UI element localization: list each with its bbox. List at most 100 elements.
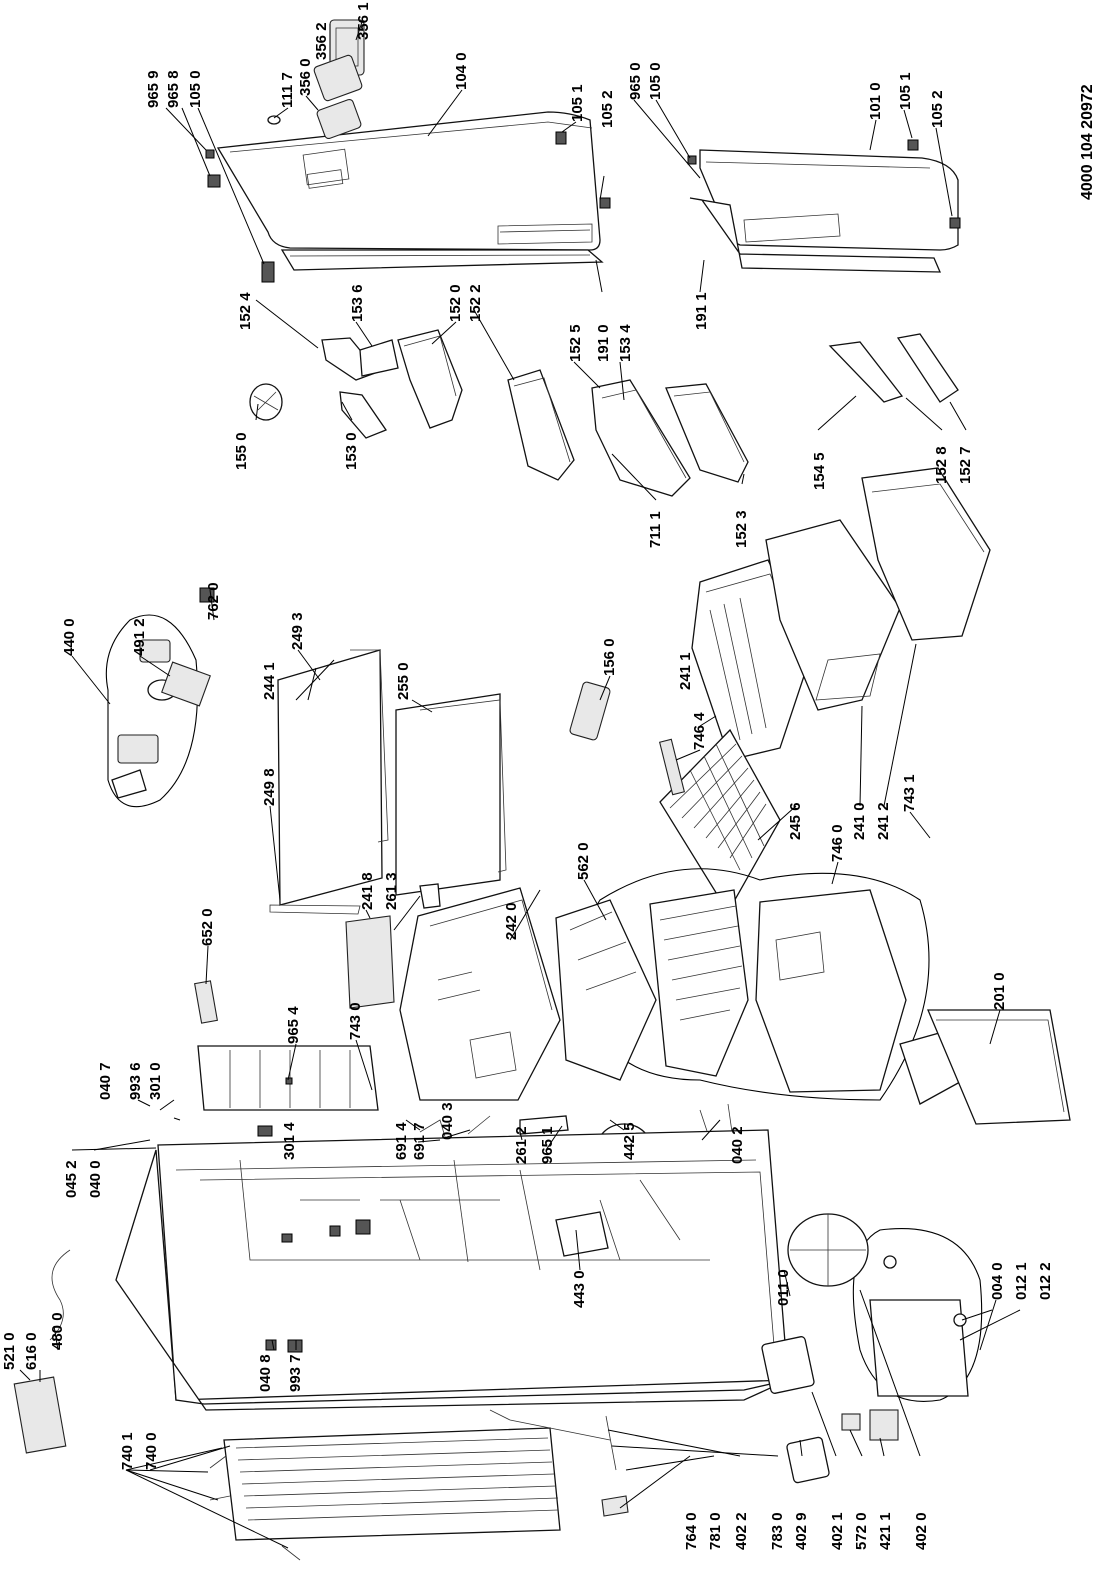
evaporator-parts bbox=[555, 889, 907, 1093]
label-301-0: 301 0 bbox=[147, 1062, 164, 1100]
label-111-7: 111 7 bbox=[279, 72, 296, 108]
label-356-1: 356 1 bbox=[355, 2, 372, 40]
label-101-0: 101 0 bbox=[867, 82, 884, 120]
label-040-2: 040 2 bbox=[729, 1126, 746, 1164]
label-201-0: 201 0 bbox=[991, 972, 1008, 1010]
control-group-parts bbox=[111, 639, 177, 799]
label-356-2: 356 2 bbox=[313, 22, 330, 60]
label-491-2: 491 2 bbox=[131, 618, 148, 656]
label-152-8: 152 8 bbox=[933, 446, 950, 484]
label-762-0: 762 0 bbox=[205, 582, 222, 620]
label-152-2: 152 2 bbox=[467, 284, 484, 322]
label-740-1: 740 1 bbox=[119, 1432, 136, 1470]
label-440-0: 440 0 bbox=[61, 618, 78, 656]
label-040-3: 040 3 bbox=[439, 1102, 456, 1140]
label-105-2-b: 105 2 bbox=[929, 90, 946, 128]
label-965-1: 965 1 bbox=[539, 1126, 556, 1164]
wire-480 bbox=[49, 1249, 71, 1341]
label-191-0: 191 0 bbox=[595, 324, 612, 362]
label-356-0: 356 0 bbox=[297, 58, 314, 96]
part-drawings bbox=[13, 19, 1071, 1561]
label-249-8: 249 8 bbox=[261, 768, 278, 806]
label-152-5: 152 5 bbox=[567, 324, 584, 362]
part-labels: 965 9 965 8 105 0 111 7 356 0 356 2 356 … bbox=[1, 2, 1054, 1550]
label-691-4: 691 4 bbox=[393, 1122, 410, 1160]
label-011-0: 011 0 bbox=[775, 1269, 792, 1306]
label-521-0: 521 0 bbox=[1, 1332, 18, 1370]
label-783-0: 783 0 bbox=[769, 1512, 786, 1550]
main-door bbox=[216, 111, 601, 251]
label-562-0: 562 0 bbox=[575, 842, 592, 880]
label-402-0: 402 0 bbox=[913, 1512, 930, 1550]
label-153-4: 153 4 bbox=[617, 324, 634, 362]
label-245-6: 245 6 bbox=[787, 802, 804, 840]
label-045-2: 045 2 bbox=[63, 1160, 80, 1198]
label-740-0: 740 0 bbox=[143, 1432, 160, 1470]
label-012-1: 012 1 bbox=[1013, 1262, 1030, 1300]
label-442-5: 442 5 bbox=[621, 1122, 638, 1160]
label-746-0: 746 0 bbox=[829, 824, 846, 862]
label-153-0: 153 0 bbox=[343, 432, 360, 470]
label-993-6: 993 6 bbox=[127, 1062, 144, 1100]
label-616-0: 616 0 bbox=[23, 1332, 40, 1370]
cabinet bbox=[115, 1129, 789, 1411]
pipe-781 bbox=[605, 1415, 617, 1471]
label-652-0: 652 0 bbox=[199, 908, 216, 946]
door-bins bbox=[249, 329, 959, 497]
label-443-0: 443 0 bbox=[571, 1270, 588, 1308]
pipe-402-2 bbox=[489, 1409, 611, 1441]
part-261-3 bbox=[419, 883, 441, 909]
part-241-8 bbox=[345, 915, 395, 1009]
label-152-3: 152 3 bbox=[733, 510, 750, 548]
document-number: 4000 104 20972 bbox=[1079, 84, 1096, 200]
label-746-4: 746 4 bbox=[691, 712, 708, 750]
label-152-7: 152 7 bbox=[957, 446, 974, 484]
label-105-0: 105 0 bbox=[187, 70, 204, 108]
part-764 bbox=[601, 1495, 629, 1517]
label-711-1: 711 1 bbox=[647, 511, 664, 548]
label-965-4: 965 4 bbox=[285, 1006, 302, 1044]
label-255-0: 255 0 bbox=[395, 662, 412, 700]
label-155-0: 155 0 bbox=[233, 432, 250, 470]
part-491-2 bbox=[161, 661, 211, 707]
label-241-1: 241 1 bbox=[677, 652, 694, 690]
label-965-0: 965 0 bbox=[627, 62, 644, 100]
label-154-5: 154 5 bbox=[811, 452, 828, 490]
label-402-9: 402 9 bbox=[793, 1512, 810, 1550]
condenser bbox=[209, 1427, 561, 1561]
label-993-7: 993 7 bbox=[287, 1354, 304, 1392]
control-board bbox=[13, 1376, 67, 1454]
label-105-2: 105 2 bbox=[599, 90, 616, 128]
freezer-drawer bbox=[399, 887, 561, 1101]
label-402-1: 402 1 bbox=[829, 1512, 846, 1550]
label-965-9: 965 9 bbox=[145, 70, 162, 108]
label-743-1: 743 1 bbox=[901, 774, 918, 812]
label-104-0: 104 0 bbox=[453, 52, 470, 90]
label-261-3: 261 3 bbox=[383, 872, 400, 910]
label-004-0: 004 0 bbox=[989, 1262, 1006, 1300]
label-153-6: 153 6 bbox=[349, 284, 366, 322]
freezer-door-gasket bbox=[689, 197, 941, 273]
glass-shelves bbox=[269, 649, 507, 915]
crisper-drawers bbox=[691, 467, 991, 761]
label-040-0: 040 0 bbox=[87, 1160, 104, 1198]
freezer-door bbox=[699, 149, 959, 251]
label-152-4: 152 4 bbox=[237, 292, 254, 330]
label-105-1-b: 105 1 bbox=[897, 72, 914, 110]
label-191-1: 191 1 bbox=[693, 292, 710, 330]
label-012-2: 012 2 bbox=[1037, 1262, 1054, 1300]
compressor bbox=[761, 1213, 899, 1484]
label-249-3: 249 3 bbox=[289, 612, 306, 650]
wire-rack bbox=[659, 728, 781, 914]
label-301-4: 301 4 bbox=[281, 1122, 298, 1160]
door-gasket bbox=[280, 249, 604, 271]
label-421-1: 421 1 bbox=[877, 1512, 894, 1550]
label-241-2: 241 2 bbox=[875, 802, 892, 840]
label-105-0-b: 105 0 bbox=[647, 62, 664, 100]
label-156-0: 156 0 bbox=[601, 638, 618, 676]
label-244-1: 244 1 bbox=[261, 662, 278, 700]
label-402-2: 402 2 bbox=[733, 1512, 750, 1550]
drip-tray bbox=[927, 1009, 1071, 1125]
evaporator-group-outline bbox=[576, 868, 930, 1101]
